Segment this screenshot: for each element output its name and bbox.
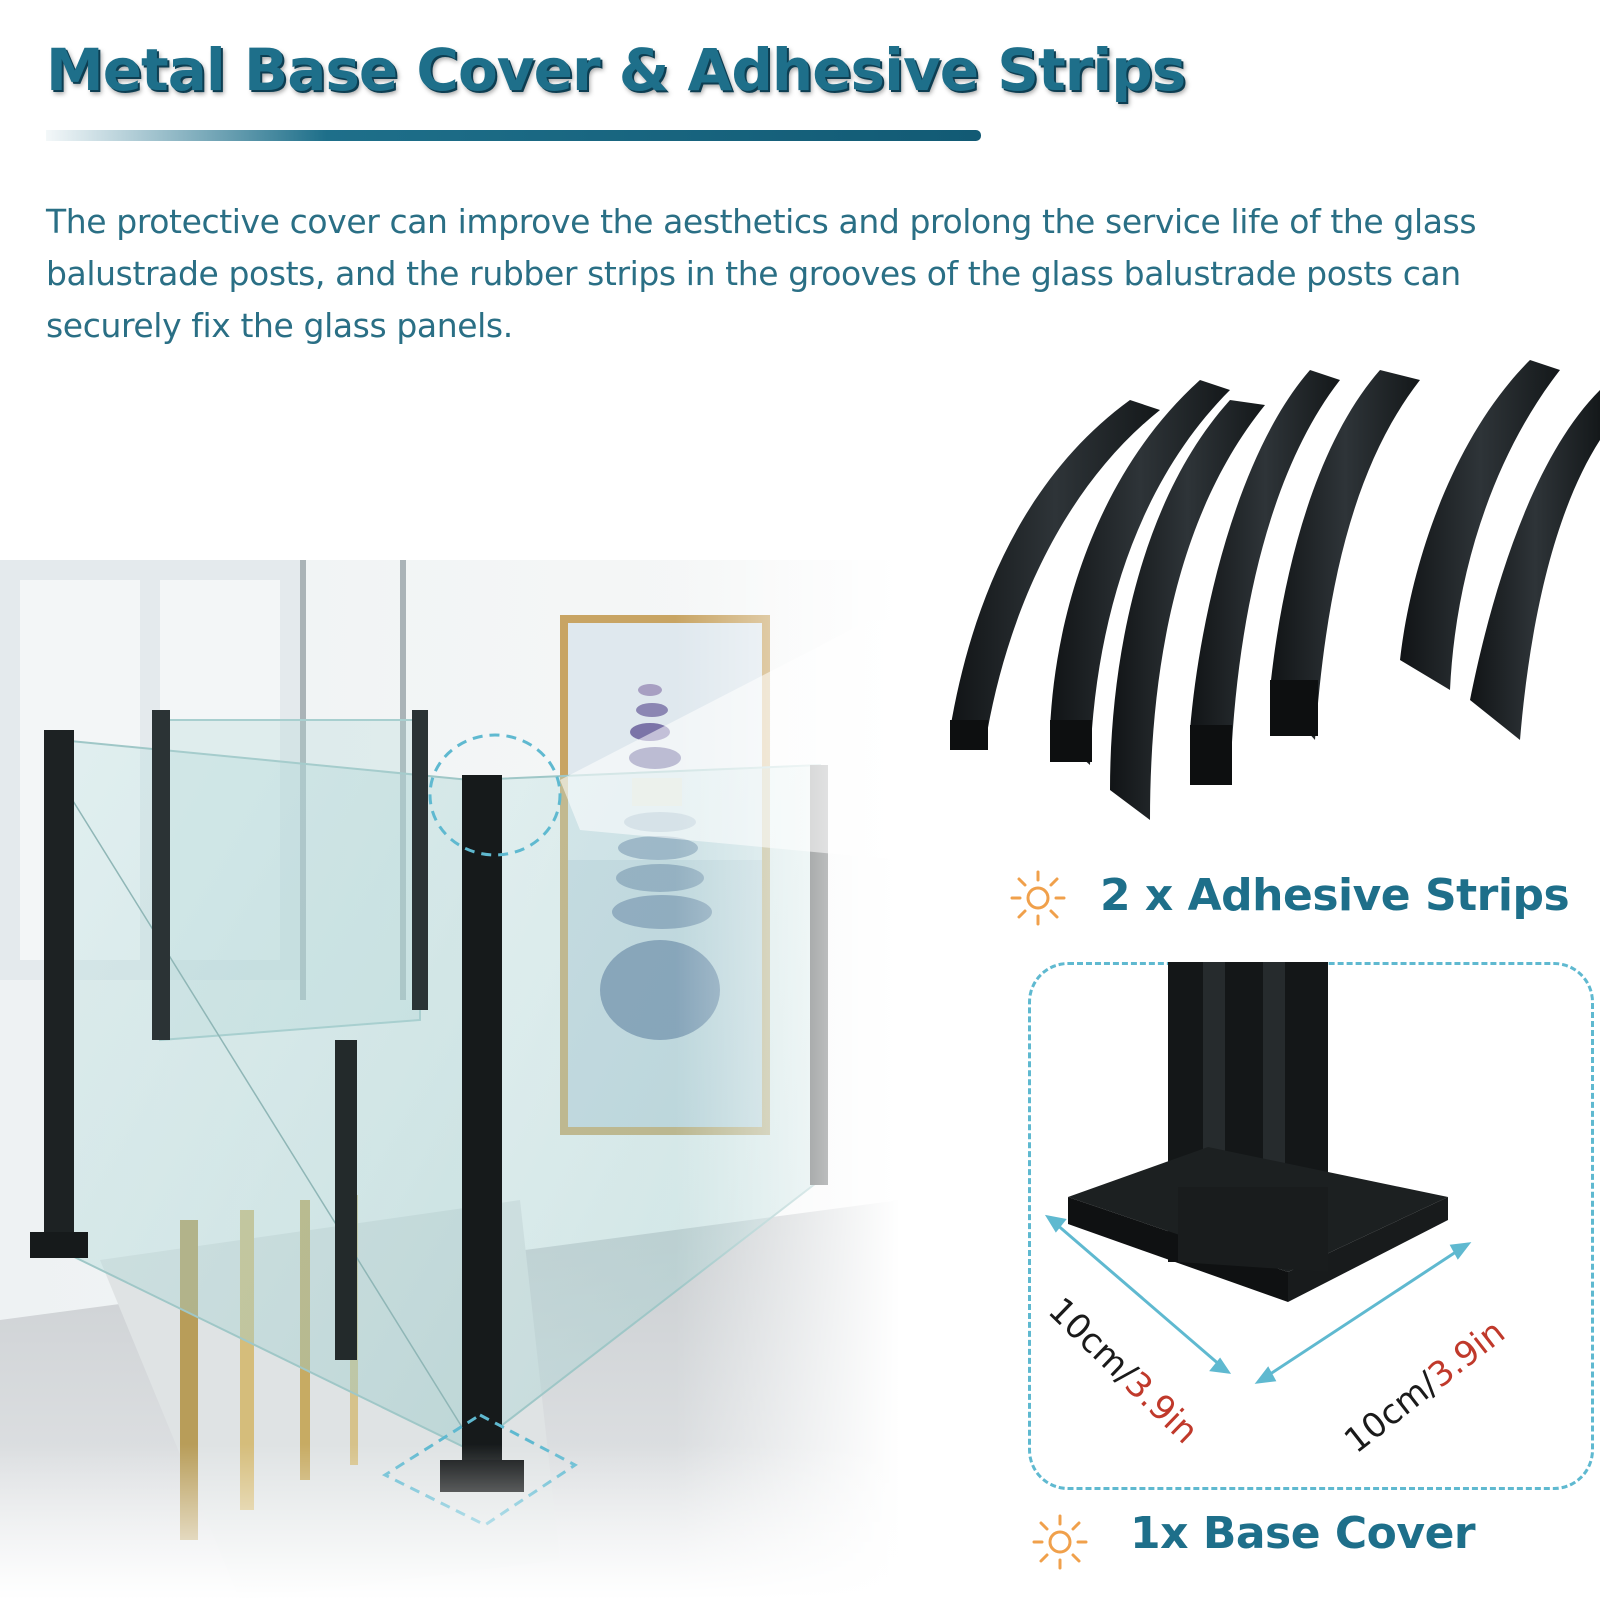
- page-title: Metal Base Cover & Adhesive Strips: [46, 36, 1186, 104]
- adhesive-strips-image: [930, 360, 1600, 850]
- title-underline: [46, 130, 981, 141]
- adhesive-strips-label: 2 x Adhesive Strips: [1100, 870, 1570, 921]
- description-text: The protective cover can improve the aes…: [46, 202, 1477, 345]
- base-cover-image: [1028, 962, 1594, 1490]
- sun-icon: [1008, 868, 1068, 928]
- balustrade-scene-image: [0, 560, 900, 1600]
- sun-icon: [1030, 1512, 1090, 1572]
- base-cover-label: 1x Base Cover: [1130, 1508, 1476, 1559]
